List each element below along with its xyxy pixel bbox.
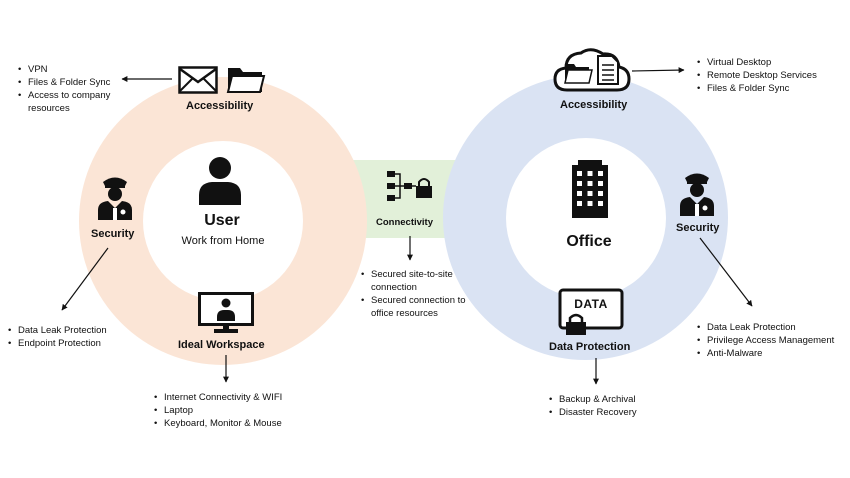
list-item: Internet Connectivity & WIFI (152, 391, 322, 404)
data-lock-icon (558, 288, 624, 341)
guard-icon (96, 174, 134, 225)
connectivity-list: Secured site-to-site connection Secured … (359, 268, 471, 320)
home-title: User (204, 212, 240, 229)
connectivity-label: Connectivity (376, 217, 434, 228)
list-item: Files & Folder Sync (16, 76, 146, 89)
home-security-label: Security (91, 228, 135, 240)
list-item: Anti-Malware (695, 347, 847, 360)
list-item: Data Leak Protection (695, 321, 847, 334)
list-item: Secured connection to office resources (359, 294, 471, 320)
office-accessibility-list: Virtual Desktop Remote Desktop Services … (695, 56, 845, 95)
list-item: Files & Folder Sync (695, 82, 845, 95)
user-icon (196, 155, 244, 210)
monitor-user-icon (198, 292, 254, 339)
home-security-list: Data Leak Protection Endpoint Protection (6, 324, 136, 350)
home-workspace-list: Internet Connectivity & WIFI Laptop Keyb… (152, 391, 322, 430)
office-security-label: Security (676, 222, 720, 234)
list-item: Backup & Archival (547, 393, 687, 406)
envelope-icon (178, 66, 218, 99)
list-item: Data Leak Protection (6, 324, 136, 337)
data-badge: DATA (574, 297, 608, 311)
list-item: VPN (16, 63, 146, 76)
list-item: Access to company resources (16, 89, 146, 115)
home-subtitle: Work from Home (181, 235, 265, 247)
home-workspace-label: Ideal Workspace (178, 339, 265, 351)
list-item: Remote Desktop Services (695, 69, 845, 82)
office-data-protection-list: Backup & Archival Disaster Recovery (547, 393, 687, 419)
office-accessibility-label: Accessibility (560, 99, 628, 111)
list-item: Laptop (152, 404, 322, 417)
list-item: Endpoint Protection (6, 337, 136, 350)
home-accessibility-label: Accessibility (186, 100, 254, 112)
network-lock-icon (386, 170, 432, 207)
guard-icon (678, 170, 716, 221)
office-data-protection-label: Data Protection (549, 341, 631, 353)
list-item: Disaster Recovery (547, 406, 687, 419)
cloud-files-icon (553, 46, 631, 97)
office-security-list: Data Leak Protection Privilege Access Ma… (695, 321, 847, 360)
home-accessibility-list: VPN Files & Folder Sync Access to compan… (16, 63, 146, 115)
list-item: Keyboard, Monitor & Mouse (152, 417, 322, 430)
office-title: Office (566, 233, 612, 250)
list-item: Privilege Access Management (695, 334, 847, 347)
building-icon (570, 160, 610, 223)
list-item: Virtual Desktop (695, 56, 845, 69)
list-item: Secured site-to-site connection (359, 268, 471, 294)
folder-icon (226, 64, 266, 99)
